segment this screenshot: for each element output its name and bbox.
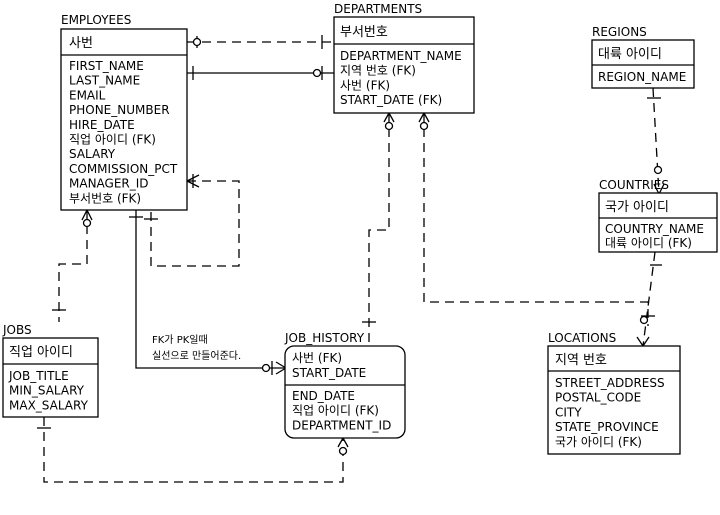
locations-col-0: STREET_ADDRESS xyxy=(555,376,665,390)
rel-departments-employees xyxy=(187,66,334,80)
entity-job-history-box xyxy=(284,345,406,439)
entity-countries-title: COUNTRIES xyxy=(599,178,669,192)
regions-col-0: REGION_NAME xyxy=(598,70,686,84)
locations-col-2: CITY xyxy=(555,405,582,419)
entity-locations-box xyxy=(547,345,681,455)
entity-regions-box xyxy=(591,39,695,89)
entity-job-history-title: JOB_HISTORY xyxy=(284,331,365,345)
job-history-pk-0: 사번 (FK) xyxy=(292,351,342,365)
annotation-line-1: FK가 PK일때 xyxy=(152,334,208,346)
countries-col-1: 대륙 아이디 (FK) xyxy=(605,236,692,250)
locations-col-4: 국가 아이디 (FK) xyxy=(555,435,642,449)
locations-col-3: STATE_PROVINCE xyxy=(555,420,659,434)
locations-pk-0: 지역 번호 xyxy=(555,353,607,368)
regions-pk-0: 대륙 아이디 xyxy=(598,47,662,62)
employees-col-4: HIRE_DATE xyxy=(69,118,135,132)
entity-countries-box xyxy=(598,192,718,253)
locations-col-1: POSTAL_CODE xyxy=(555,391,641,405)
employees-col-9: 부서번호 (FK) xyxy=(69,191,141,205)
rel-jobs-job-history xyxy=(37,417,349,483)
departments-col-3: START_DATE (FK) xyxy=(340,93,442,107)
employees-col-1: LAST_NAME xyxy=(69,74,140,88)
entity-jobs-box xyxy=(2,337,99,418)
departments-pk-0: 부서번호 xyxy=(340,25,388,40)
jobs-col-2: MAX_SALARY xyxy=(9,398,89,412)
entity-employees-title: EMPLOYEES xyxy=(61,13,131,27)
job-history-col-0: END_DATE xyxy=(292,389,355,403)
rel-employees-job-history xyxy=(129,210,287,375)
employees-col-0: FIRST_NAME xyxy=(69,59,144,73)
annotation-line-2: 실선으로 만들어준다. xyxy=(152,350,241,362)
departments-col-1: 지역 번호 (FK) xyxy=(340,64,416,78)
rel-countries-locations xyxy=(636,251,662,347)
employees-col-2: EMAIL xyxy=(69,88,106,102)
employees-col-6: SALARY xyxy=(69,147,116,161)
entity-regions-title: REGIONS xyxy=(592,25,647,39)
rel-jobs-employees xyxy=(52,209,93,322)
countries-col-0: COUNTRY_NAME xyxy=(605,222,704,236)
job-history-col-2: DEPARTMENT_ID xyxy=(292,418,391,432)
rel-employees-self xyxy=(144,174,240,267)
countries-pk-0: 국가 아이디 xyxy=(605,200,669,215)
employees-col-7: COMMISSION_PCT xyxy=(69,162,178,176)
entity-departments-box xyxy=(333,16,475,114)
rel-departments-job-history xyxy=(362,112,395,346)
rel-locations-departments xyxy=(418,112,655,326)
departments-col-2: 사번 (FK) xyxy=(340,78,390,92)
rel-regions-countries xyxy=(647,87,665,195)
employees-col-3: PHONE_NUMBER xyxy=(69,103,170,117)
employees-pk-0: 사번 xyxy=(69,36,93,51)
entity-jobs-title: JOBS xyxy=(2,323,32,337)
employees-col-8: MANAGER_ID xyxy=(69,177,149,191)
rel-employees-departments-manager xyxy=(187,35,334,49)
job-history-pk-1: START_DATE xyxy=(292,366,366,380)
departments-col-0: DEPARTMENT_NAME xyxy=(340,49,462,63)
employees-col-5: 직업 아이디 (FK) xyxy=(69,133,156,147)
entity-departments-title: DEPARTMENTS xyxy=(334,2,422,16)
jobs-pk-0: 직업 아이디 xyxy=(9,345,73,360)
jobs-col-0: JOB_TITLE xyxy=(8,369,69,383)
entity-locations-title: LOCATIONS xyxy=(548,331,616,345)
entity-employees-box xyxy=(60,28,188,211)
job-history-col-1: 직업 아이디 (FK) xyxy=(292,404,379,418)
jobs-col-1: MIN_SALARY xyxy=(9,384,85,398)
